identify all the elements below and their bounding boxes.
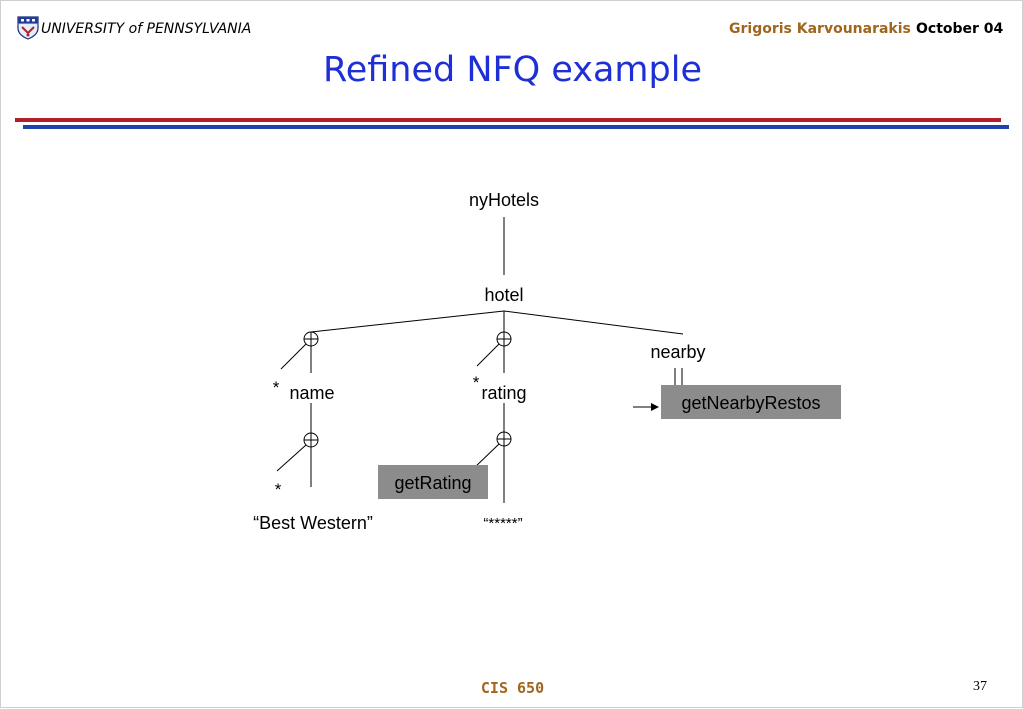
star-name-value: * xyxy=(275,480,282,499)
slide-title: Refined NFQ example xyxy=(322,50,703,90)
star-name: * xyxy=(273,378,280,397)
node-name: name xyxy=(289,383,334,403)
header-rule-blue xyxy=(23,125,1009,129)
node-rating-value: “*****” xyxy=(483,515,522,532)
node-nyhotels: nyHotels xyxy=(469,190,539,210)
getrating-box xyxy=(378,465,488,499)
edge-star-name xyxy=(280,343,307,370)
getnearbyrestos-box xyxy=(661,385,841,419)
institution-name: UNIVERSITY of PENNSYLVANIA xyxy=(41,21,252,37)
course-footer: CIS 650 xyxy=(480,679,545,697)
author-name: Grigoris Karvounarakis xyxy=(729,21,911,37)
star-rating: * xyxy=(473,373,480,392)
node-nearby: nearby xyxy=(650,342,705,362)
function-getrating: getRating xyxy=(394,473,471,493)
node-rating: rating xyxy=(481,383,526,403)
header-rule-red xyxy=(15,118,1001,122)
edge-hotel-branch-3 xyxy=(503,310,684,335)
edge-star-rating xyxy=(476,343,500,367)
penn-shield-icon xyxy=(17,16,39,40)
edge-hotel-branch-1 xyxy=(310,310,505,333)
node-hotel: hotel xyxy=(484,285,523,305)
node-best-western: “Best Western” xyxy=(253,513,373,533)
arrow-head xyxy=(651,403,659,411)
edge-star-value xyxy=(276,444,307,472)
edge-getrating xyxy=(472,443,500,470)
page-number: 37 xyxy=(973,679,987,694)
presentation-date: October 04 xyxy=(916,21,1004,37)
function-getnearbyrestos: getNearbyRestos xyxy=(681,393,820,413)
